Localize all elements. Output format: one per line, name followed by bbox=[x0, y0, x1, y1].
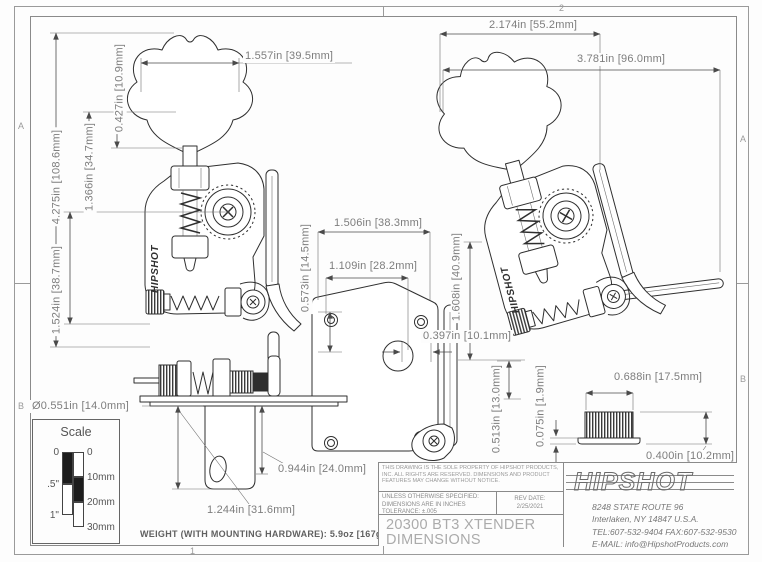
scale-bar-mm-white2 bbox=[73, 502, 84, 527]
dim-key-width: 1.557in [39.5mm] bbox=[243, 50, 336, 63]
scale-title: Scale bbox=[60, 425, 92, 439]
bushing-flange bbox=[577, 437, 641, 445]
title-block: THIS DRAWING IS THE SOLE PROPERTY OF HIP… bbox=[378, 462, 738, 550]
address-line2: Interlaken, NY 14847 U.S.A. bbox=[592, 514, 699, 525]
dim-plate-width: 1.506in [38.3mm] bbox=[332, 217, 425, 230]
company-block: HIPSHOT 8248 STATE ROUTE 96 Interlaken, … bbox=[564, 463, 738, 550]
drawing-title-line2: DIMENSIONS bbox=[386, 532, 481, 549]
zone-tick-bottom bbox=[383, 546, 384, 555]
rev-date-cell: REV DATE: 2/25/2021 bbox=[497, 492, 564, 515]
dim-overall-height: 4.275in [108.6mm] bbox=[50, 127, 64, 227]
tuner-rotated-view-drawing bbox=[422, 25, 724, 358]
zone-tick-right bbox=[737, 283, 749, 284]
logo-speed-line bbox=[566, 475, 734, 476]
dim-edge-gap: 0.397in [10.1mm] bbox=[421, 330, 514, 343]
dim-key-span: 2.174in [55.2mm] bbox=[487, 19, 580, 32]
dim-bushing-height: 0.400in [10.2mm] bbox=[644, 450, 737, 463]
logo-text: HIPSHOT bbox=[573, 468, 693, 497]
hipshot-logo: HIPSHOT bbox=[566, 465, 734, 499]
adjust-pin bbox=[133, 377, 160, 384]
scale-bar-mm-black bbox=[73, 477, 84, 502]
bent-lever bbox=[265, 283, 302, 332]
gear-teeth bbox=[200, 184, 256, 240]
scale-tick-10mm: 10mm bbox=[87, 472, 115, 483]
address-line1: 8248 STATE ROUTE 96 bbox=[592, 502, 684, 512]
knurled-knob bbox=[158, 364, 178, 397]
dim-key-length: 1.366in [34.7mm] bbox=[83, 120, 97, 214]
knurled-bushing bbox=[584, 411, 634, 439]
dim-body-height: 1.524in [38.7mm] bbox=[50, 243, 64, 337]
dim-plate-height: 1.608in [40.9mm] bbox=[450, 230, 464, 324]
zone-label-left-b: B bbox=[18, 401, 25, 411]
rev-date-value: 2/25/2021 bbox=[516, 503, 544, 510]
logo-speed-line bbox=[566, 482, 734, 483]
zone-label-right-b: B bbox=[740, 374, 747, 384]
scale-tick-1in: 1" bbox=[49, 510, 59, 521]
address-line3: TEL:607-532-9404 FAX:607-532-9530 bbox=[592, 526, 737, 537]
mounting-plate-view-drawing bbox=[311, 281, 458, 461]
string-hole bbox=[209, 455, 227, 483]
drawing-title: 20300 BT3 XTENDER DIMENSIONS bbox=[379, 515, 564, 549]
plate-edge-top bbox=[139, 395, 348, 403]
outer-border bbox=[14, 6, 749, 555]
tuner-front-view-drawing: HIPSHOT bbox=[127, 35, 302, 332]
mounting-plate bbox=[311, 281, 439, 452]
zone-label-left-a: A bbox=[18, 121, 25, 131]
scale-legend: Scale 0 .5" 1" 0 10mm 20mm 30mm bbox=[32, 419, 120, 544]
dim-overall-width: 3.781in [96.0mm] bbox=[575, 53, 668, 66]
dim-hole-span: 1.109in [28.2mm] bbox=[327, 260, 420, 273]
zone-label-top: 2 bbox=[559, 3, 565, 13]
dim-post-short: 0.944in [24.0mm] bbox=[276, 463, 369, 476]
dimension-lines bbox=[50, 31, 721, 509]
scale-bar-mm-white1 bbox=[73, 452, 84, 477]
drawing-title-line1: 20300 BT3 XTENDER bbox=[386, 517, 536, 533]
tolerance-note: UNLESS OTHERWISE SPECIFIED: DIMENSIONS A… bbox=[379, 492, 497, 515]
side-spring bbox=[192, 371, 214, 395]
zone-label-bottom: 1 bbox=[190, 546, 196, 556]
bushing-view-drawing bbox=[577, 411, 641, 445]
clover-key-outline bbox=[127, 35, 253, 156]
zone-label-right-a: A bbox=[740, 134, 747, 144]
dim-flange-thickness: 0.075in [1.9mm] bbox=[534, 363, 548, 449]
legal-notice: THIS DRAWING IS THE SOLE PROPERTY OF HIP… bbox=[379, 463, 564, 492]
string-post bbox=[204, 405, 256, 490]
scale-tick-0in: 0 bbox=[53, 447, 59, 458]
scale-tick-0mm: 0 bbox=[87, 447, 93, 458]
dim-post-diameter: Ø0.551in [14.0mm] bbox=[30, 400, 131, 413]
zone-tick-top bbox=[383, 6, 384, 16]
dim-post-length: 1.244in [31.6mm] bbox=[205, 504, 298, 517]
side-profile-view-drawing bbox=[133, 331, 348, 490]
worm-spring bbox=[178, 192, 203, 234]
body-brand-text: HIPSHOT bbox=[150, 245, 161, 293]
zone-tick-left bbox=[14, 283, 30, 284]
address-line4: E-MAIL: info@HipshotProducts.com bbox=[592, 538, 729, 549]
dim-bushing-width: 0.688in [17.5mm] bbox=[612, 371, 705, 384]
weight-note: WEIGHT (WITH MOUNTING HARDWARE): 5.9oz [… bbox=[140, 529, 385, 539]
dim-hole-gap: 0.513in [13.0mm] bbox=[490, 362, 504, 456]
dim-key-offset: 0.427in [10.9mm] bbox=[113, 41, 127, 135]
company-address: 8248 STATE ROUTE 96 Interlaken, NY 14847… bbox=[592, 501, 736, 550]
detent-spring bbox=[170, 295, 220, 311]
scale-bar-inch-black bbox=[62, 452, 73, 484]
post-hole bbox=[382, 340, 414, 372]
scale-tick-half-in: .5" bbox=[47, 479, 59, 490]
logo-speed-line bbox=[566, 489, 734, 490]
scale-tick-20mm: 20mm bbox=[87, 497, 115, 508]
dim-top-offset: 0.573in [14.5mm] bbox=[299, 221, 313, 315]
rev-date-label: REV DATE: bbox=[514, 496, 546, 502]
scale-bar-inch-white bbox=[62, 484, 73, 515]
scale-tick-30mm: 30mm bbox=[87, 522, 115, 533]
plate-edge-bottom bbox=[149, 401, 339, 407]
